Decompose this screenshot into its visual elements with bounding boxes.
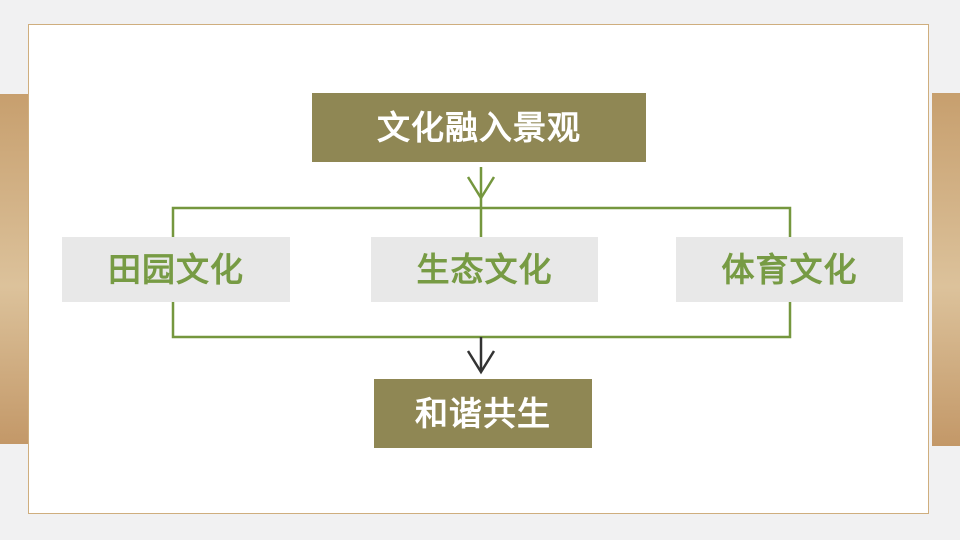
bottom-flow-box: 和谐共生 <box>374 379 592 448</box>
top-flow-box-label: 文化融入景观 <box>377 109 581 146</box>
flow-box-sports-culture: 体育文化 <box>676 237 903 302</box>
flow-box-ecological-culture: 生态文化 <box>371 237 598 302</box>
right-gold-accent-bar <box>932 93 960 446</box>
bottom-flow-box-label: 和谐共生 <box>415 395 551 432</box>
left-gold-accent-bar <box>0 94 29 444</box>
flow-box-ecological-culture-label: 生态文化 <box>416 251 553 288</box>
flow-box-pastoral-culture-label: 田园文化 <box>108 251 244 288</box>
dark-down-arrow-icon <box>466 350 496 375</box>
flow-box-sports-culture-label: 体育文化 <box>721 251 858 288</box>
green-down-arrow-icon <box>466 176 496 201</box>
flow-box-pastoral-culture: 田园文化 <box>62 237 290 302</box>
top-flow-box: 文化融入景观 <box>312 93 646 162</box>
